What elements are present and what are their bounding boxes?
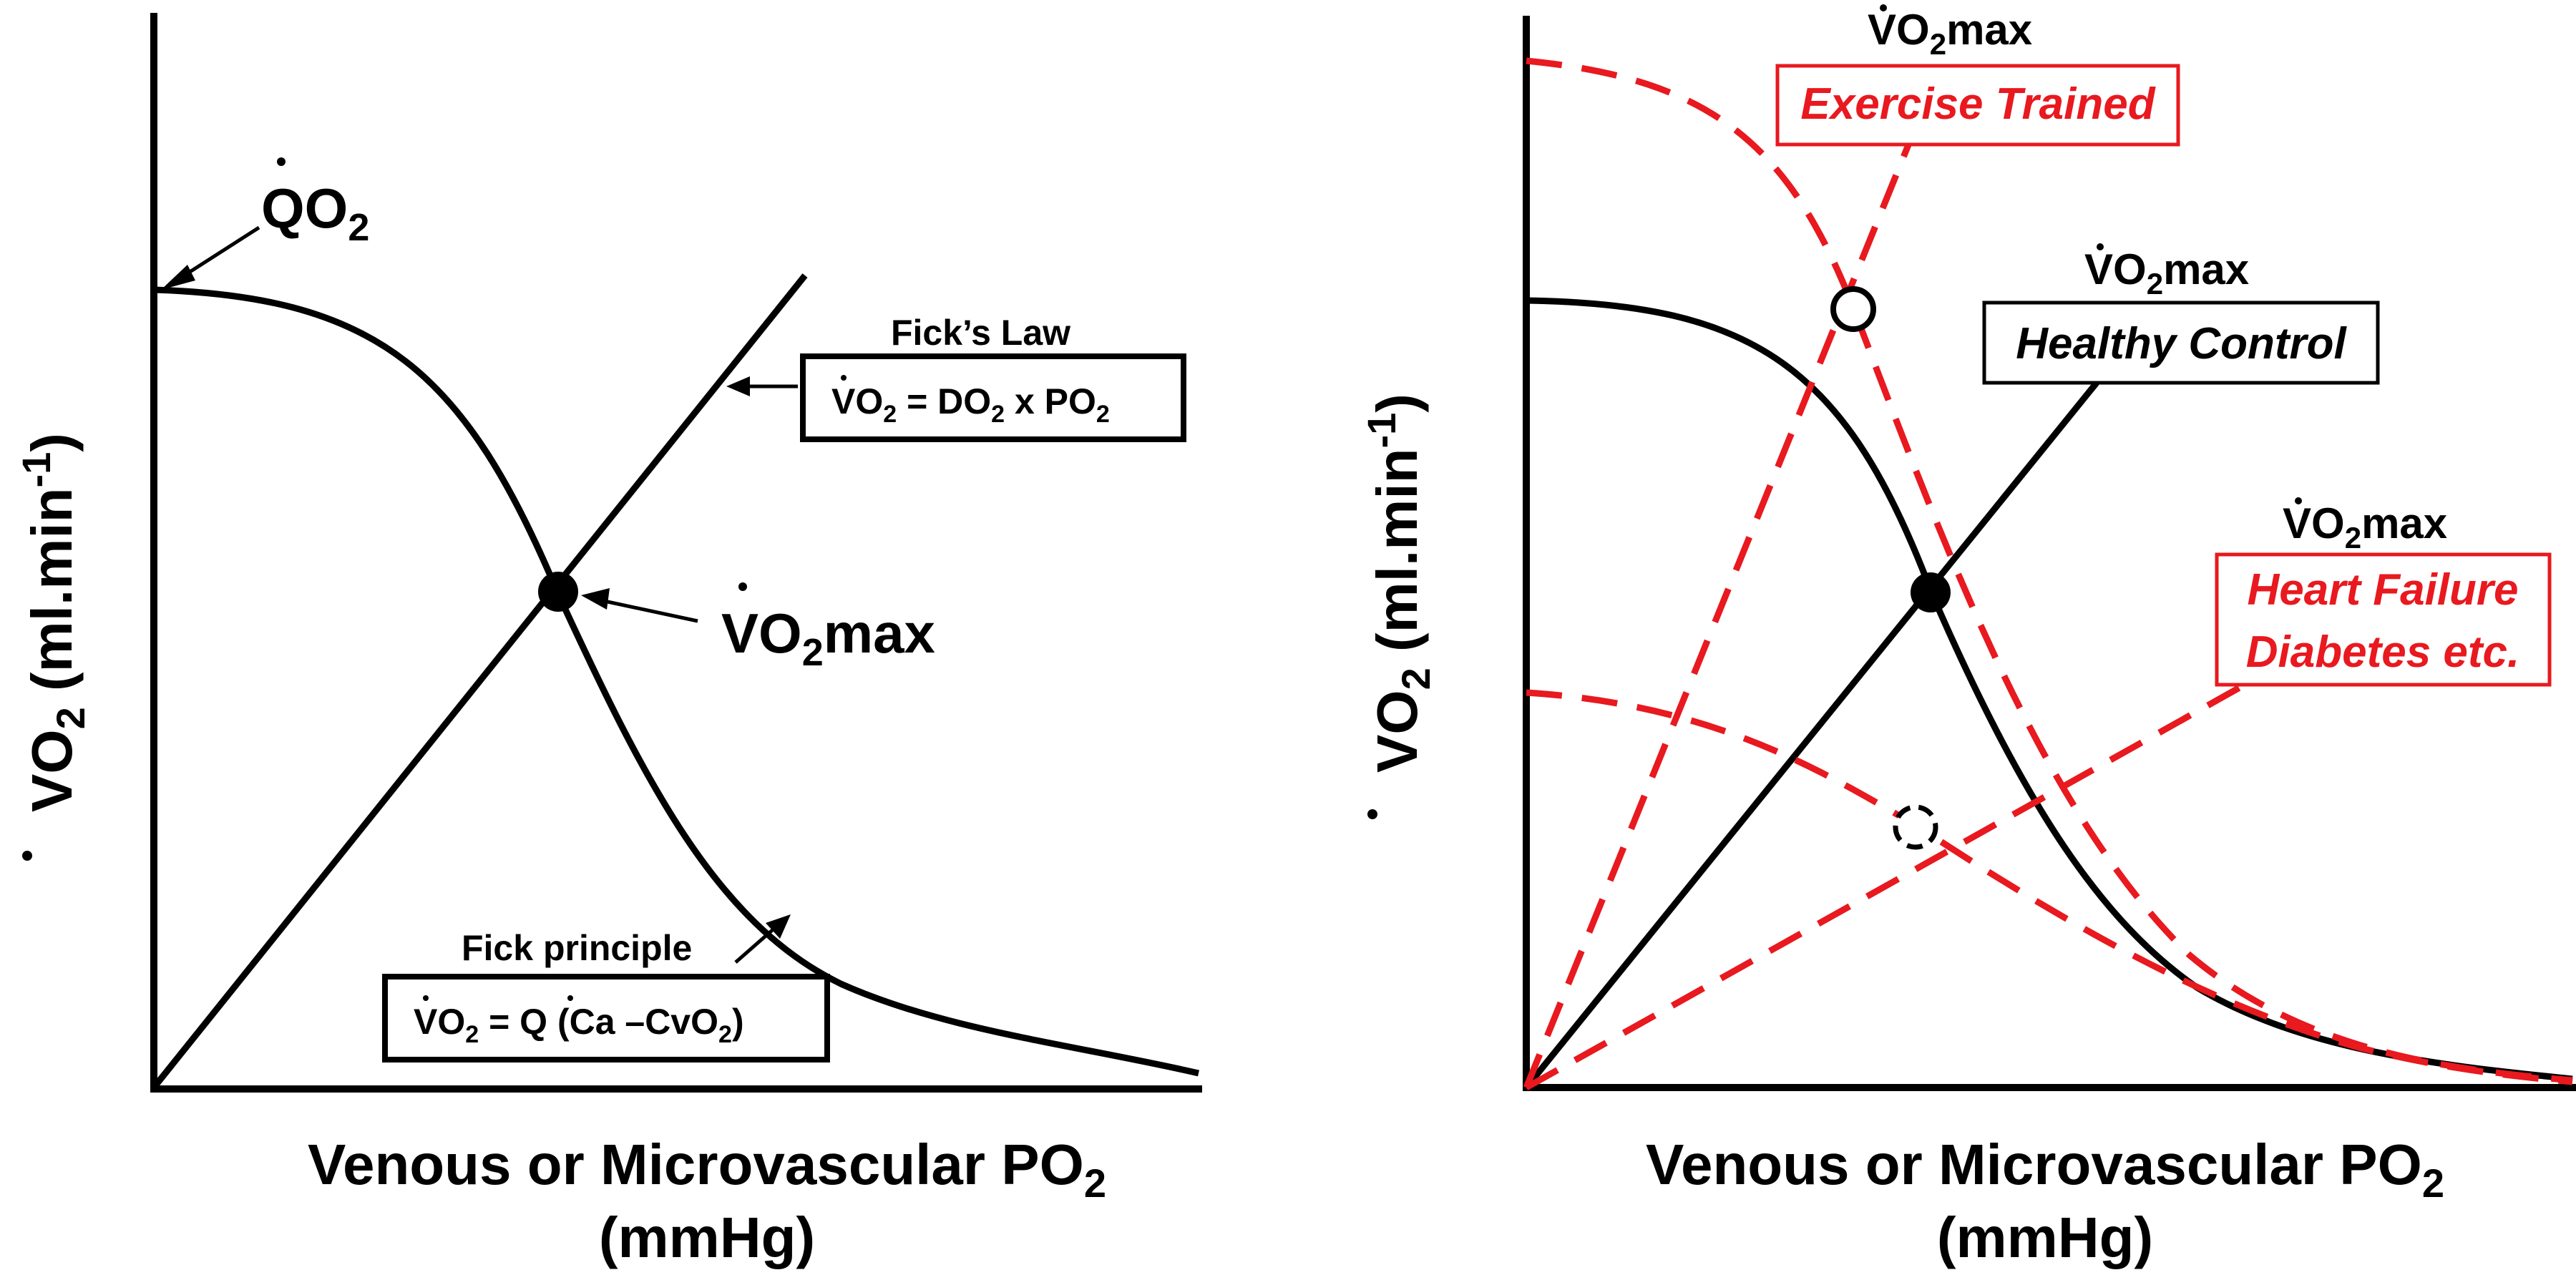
- hf-vo2max-point: [1893, 804, 1938, 850]
- hf-delivery-curve: [1526, 689, 2573, 1085]
- fick-principle-box: [382, 974, 830, 1062]
- trained-vo2max-label: VO2max: [1868, 6, 2032, 61]
- trained-vo2max-dot: [1880, 4, 1887, 11]
- left-y-axis-dot: [22, 851, 32, 861]
- vo2max-arrowhead: [581, 588, 610, 610]
- trained-box: [1775, 64, 2180, 147]
- left-vo2max-label: VO2max: [721, 602, 935, 674]
- control-box-text: Healthy Control: [2016, 319, 2347, 368]
- hf-vo2max-dot: [2295, 497, 2302, 504]
- qo2-label: QO2: [261, 177, 369, 249]
- fick-principle-arrow: [734, 925, 778, 964]
- qo2-arrowhead: [161, 265, 195, 290]
- ficks-law-title: Fick’s Law: [891, 313, 1070, 353]
- trained-box-text: Exercise Trained: [1800, 79, 2155, 129]
- trained-diffusion-line: [1523, 142, 1913, 1089]
- fick-principle-equation: VO2 = Q (Ca –CvO2): [414, 1002, 744, 1048]
- fick-principle-title: Fick principle: [462, 928, 692, 968]
- left-vo2max-dot: [738, 582, 747, 591]
- left-x-axis-label-line2: (mmHg): [599, 1206, 815, 1269]
- hf-box-line2: Diabetes etc.: [2246, 627, 2520, 677]
- left-panel: QO2 VO2max Fick’s Law VO2 = DO2 x PO2 Fi…: [14, 13, 1202, 1269]
- fick-principle-qdot: [567, 995, 573, 1001]
- left-y-axis-label: VO2 (ml.min-1): [14, 433, 93, 812]
- right-panel: VO2max Exercise Trained VO2max Healthy C…: [1359, 4, 2576, 1269]
- left-vo2max-point: [538, 572, 578, 612]
- left-x-axis-label-line1: Venous or Microvascular PO2: [308, 1133, 1106, 1206]
- right-x-axis-label-line1: Venous or Microvascular PO2: [1646, 1133, 2444, 1206]
- left-fick-principle-curve: [153, 286, 1200, 1077]
- ficks-law-dot: [841, 375, 847, 381]
- fick-principle-vdot: [423, 995, 429, 1001]
- ficks-law-box: [800, 353, 1186, 442]
- control-diffusion-line: [1523, 381, 2099, 1090]
- control-box: [1982, 301, 2380, 385]
- qo2-dot: [277, 157, 286, 166]
- vo2max-arrow: [597, 597, 698, 623]
- control-delivery-curve: [1526, 297, 2573, 1083]
- hf-box-line1: Heart Failure: [2247, 565, 2518, 615]
- right-y-axis-dot: [1367, 809, 1377, 819]
- control-vo2max-point: [1911, 572, 1951, 612]
- right-x-axis-label-line2: (mmHg): [1937, 1206, 2153, 1269]
- trained-vo2max-point: [1830, 286, 1876, 332]
- control-vo2max-label: VO2max: [2084, 245, 2249, 301]
- right-y-axis-label: VO2 (ml.min-1): [1359, 394, 1438, 773]
- ficks-law-arrowhead: [726, 376, 750, 396]
- left-ficks-law-line: [151, 273, 808, 1090]
- fick-principle-arrowhead: [766, 914, 791, 939]
- hf-box: [2215, 552, 2552, 687]
- hf-vo2max-label: VO2max: [2283, 499, 2447, 555]
- hf-diffusion-line: [1524, 612, 2371, 1090]
- ficks-law-equation: VO2 = DO2 x PO2: [831, 381, 1110, 428]
- control-vo2max-dot: [2097, 243, 2104, 250]
